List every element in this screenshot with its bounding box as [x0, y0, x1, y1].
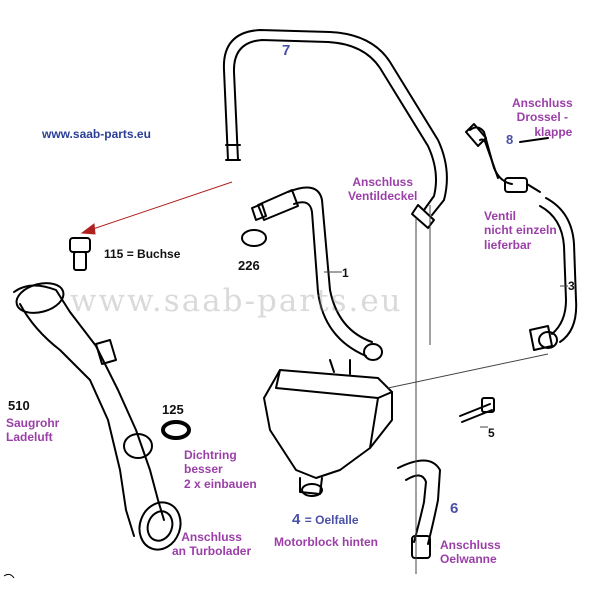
bolt-5 — [459, 397, 495, 423]
label-anschluss-drosselklappe: Anschluss Drossel - klappe — [512, 96, 573, 139]
oil-trap-4 — [263, 359, 393, 497]
part-115-label: 115 = Buchse — [104, 247, 181, 261]
part-510-number: 510 — [8, 398, 30, 413]
watermark: www.saab-parts.eu — [70, 283, 403, 319]
leader-arrow-115 — [80, 181, 233, 235]
part-4-number: 4 — [292, 511, 301, 528]
hose-3-and-8 — [465, 123, 578, 351]
label-anschluss-ventildeckel: Anschluss Ventildeckel — [348, 175, 418, 204]
part-7-number: 7 — [282, 42, 291, 59]
label-anschluss-turbolader: Anschluss an Turbolader — [172, 530, 252, 559]
part-1-number: 1 — [342, 266, 349, 280]
o-ring-226 — [241, 229, 267, 247]
part-226-number: 226 — [238, 258, 260, 273]
label-anschluss-oelwanne: Anschluss Oelwanne — [440, 538, 501, 567]
part-4-description: = Oelfalle — [304, 513, 359, 527]
o-ring-125 — [161, 420, 191, 440]
intake-pipe-510 — [13, 282, 182, 551]
bushing-115 — [69, 237, 91, 271]
hose-6 — [397, 459, 441, 559]
part-6-number: 6 — [450, 500, 459, 517]
leader-lines — [324, 205, 568, 574]
website-link[interactable]: www.saab-parts.eu — [42, 127, 151, 141]
part-8-number: 8 — [506, 132, 514, 147]
hose-1 — [251, 186, 383, 361]
part-5-number: 5 — [488, 426, 495, 440]
label-motorblock-hinten: Motorblock hinten — [274, 535, 378, 549]
label-dichtring: Dichtring besser 2 x einbauen — [184, 448, 257, 491]
label-saugrohr-ladeluft: Saugrohr Ladeluft — [6, 416, 60, 445]
corner-mark — [3, 573, 15, 579]
part-125-number: 125 — [162, 402, 184, 417]
part-4-label: 4 = Oelfalle — [292, 510, 359, 529]
hose-7 — [222, 29, 448, 229]
part-3-number: 3 — [568, 279, 575, 293]
label-ventil: Ventil nicht einzeln lieferbar — [484, 209, 557, 252]
